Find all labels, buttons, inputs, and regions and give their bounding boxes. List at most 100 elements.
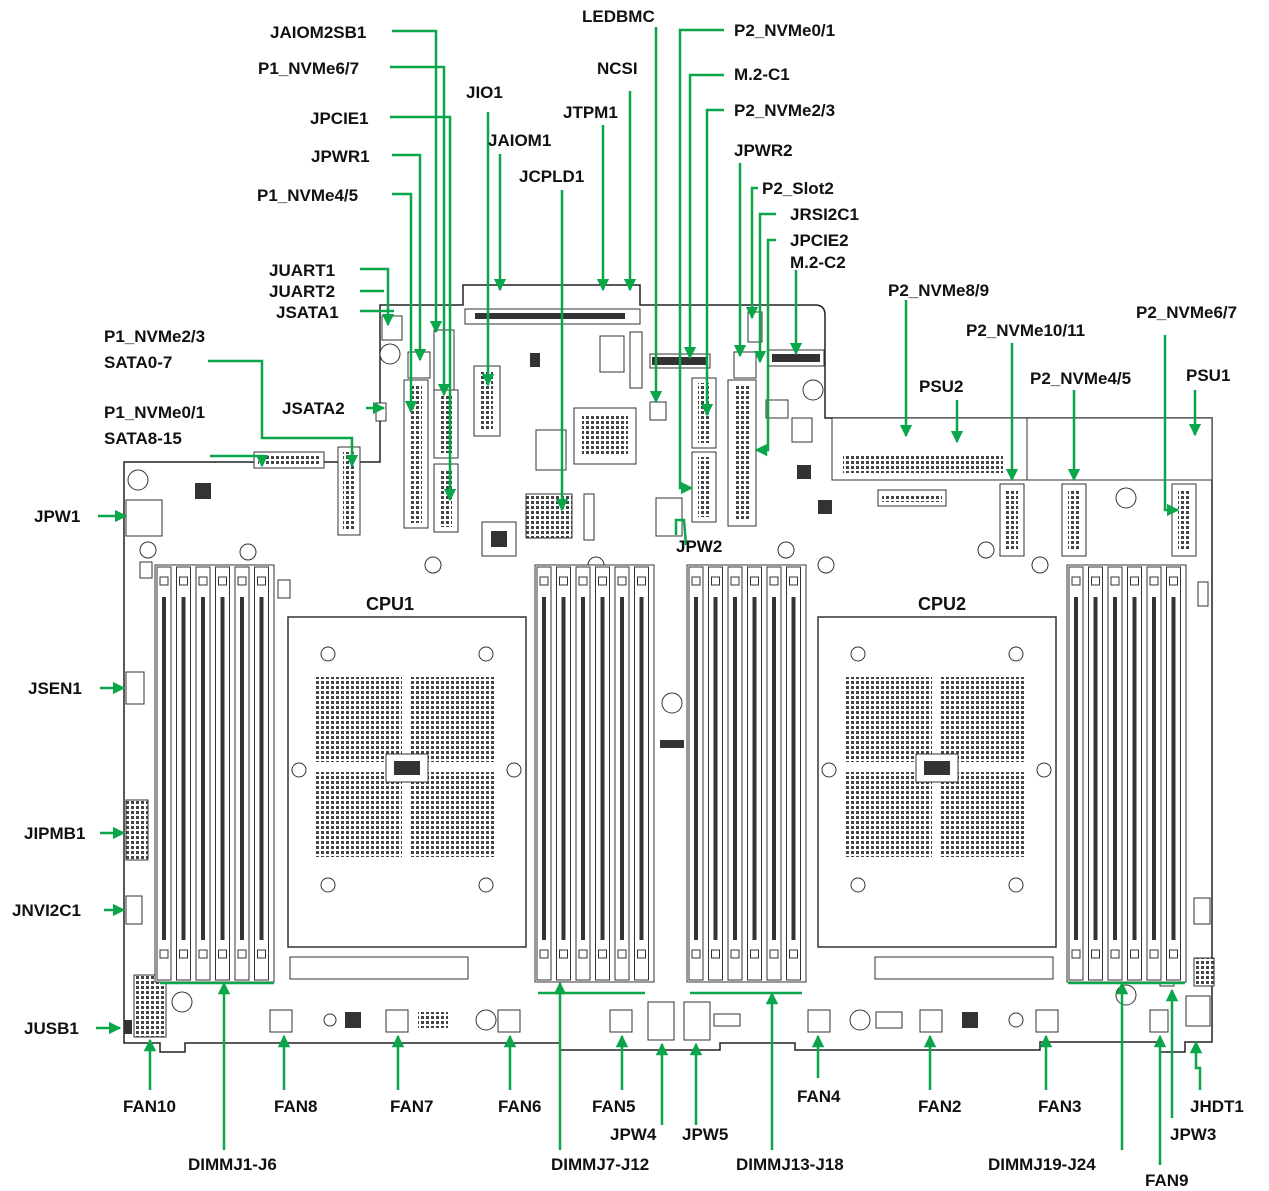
dimm-latch — [578, 576, 588, 586]
dimm-latch — [1149, 576, 1159, 586]
label-jcpld1: JCPLD1 — [519, 167, 584, 186]
label-juart2: JUART2 — [269, 282, 335, 301]
dimm-latch — [198, 949, 208, 959]
dimm-slot-key — [772, 597, 776, 940]
board-outline — [123, 284, 1213, 1053]
dimm-latch — [1110, 949, 1120, 959]
dimm-latch — [769, 576, 779, 586]
dimm-latch — [559, 949, 568, 959]
dimm-latch — [789, 949, 798, 959]
dimm-latch — [257, 949, 266, 959]
dimm-latch — [218, 576, 227, 586]
dimm-latch — [1110, 576, 1120, 586]
dimm-latch — [789, 576, 798, 586]
label-psu1: PSU1 — [1186, 366, 1230, 385]
dimm-bank-j1-j6 — [154, 564, 275, 983]
dimm-slot-key — [791, 597, 796, 940]
dimm-slot-key — [600, 597, 605, 940]
label-jusb1: JUSB1 — [24, 1019, 79, 1038]
dimm-latch — [617, 949, 627, 959]
dimm-latch — [198, 576, 208, 586]
dimm-latch — [237, 949, 247, 959]
dimm-slot-key — [752, 597, 757, 940]
label-dimmj1-j6: DIMMJ1-J6 — [188, 1155, 277, 1174]
dimm-slot-key — [240, 597, 244, 940]
label-juart1: JUART1 — [269, 261, 335, 280]
dimm-latch — [1071, 949, 1081, 959]
label-jaiom2sb1: JAIOM2SB1 — [270, 23, 366, 42]
label-dimmj13-j18: DIMMJ13-J18 — [736, 1155, 844, 1174]
label-jsata1: JSATA1 — [276, 303, 339, 322]
label-jsata2: JSATA2 — [282, 399, 345, 418]
dimm-latch — [691, 949, 701, 959]
label-dimmj19-j24: DIMMJ19-J24 — [988, 1155, 1096, 1174]
dimm-slot-key — [581, 597, 585, 940]
component-labels: JAIOM2SB1 LEDBMC P2_NVMe0/1 P1_NVMe6/7 N… — [12, 7, 1244, 1190]
label-jpwr1: JPWR1 — [311, 147, 370, 166]
label-jpw2: JPW2 — [676, 537, 722, 556]
dimm-latch — [559, 576, 568, 586]
dimm-slot-key — [1074, 597, 1078, 940]
dimm-latch — [257, 576, 266, 586]
p2-nvme-left-connectors — [691, 311, 832, 527]
dimm-slot-key — [220, 597, 225, 940]
dimm-latch — [218, 949, 227, 959]
dimm-latch — [1091, 949, 1100, 959]
dimm-latch — [159, 949, 169, 959]
cpu1-socket — [287, 616, 527, 948]
label-p1-nvme0-1: P1_NVMe0/1 — [104, 403, 205, 422]
label-fan3: FAN3 — [1038, 1097, 1081, 1116]
dimm-bank-j19-j24 — [1066, 564, 1187, 983]
label-m2-c2: M.2-C2 — [790, 253, 846, 272]
dimm-slot-key — [162, 597, 166, 940]
cpu1-label: CPU1 — [366, 594, 414, 614]
label-fan6: FAN6 — [498, 1097, 541, 1116]
dimm-latch — [179, 576, 188, 586]
dimm-bank-j7-j12 — [534, 564, 655, 983]
label-fan9: FAN9 — [1145, 1171, 1188, 1190]
dimm-latch — [1091, 576, 1100, 586]
dimm-latch — [617, 576, 627, 586]
dimm-latch — [730, 576, 740, 586]
dimm-slot-key — [620, 597, 624, 940]
dimm-latch — [711, 576, 720, 586]
center-misc — [289, 692, 1054, 980]
dimm-slot-key — [1113, 597, 1117, 940]
dimm-slot-key — [181, 597, 186, 940]
label-jpw5: JPW5 — [682, 1125, 728, 1144]
dimm-latch — [730, 949, 740, 959]
label-p2-nvme8-9: P2_NVMe8/9 — [888, 281, 989, 300]
dimm-latch — [1169, 576, 1178, 586]
leader-lines — [96, 27, 1203, 1165]
dimm-latch — [598, 576, 607, 586]
dimm-latch — [1071, 576, 1081, 586]
dimm-latch — [539, 949, 549, 959]
dimm-slot-key — [1093, 597, 1098, 940]
dimm-slot-key — [259, 597, 264, 940]
dimm-slot-key — [1132, 597, 1137, 940]
dimm-slot-key — [639, 597, 644, 940]
label-p1-nvme4-5: P1_NVMe4/5 — [257, 186, 358, 205]
label-jaiom1: JAIOM1 — [488, 131, 551, 150]
label-jrsi2c1: JRSI2C1 — [790, 205, 859, 224]
label-jpwr2: JPWR2 — [734, 141, 793, 160]
label-jpcie2: JPCIE2 — [790, 231, 849, 250]
dimm-slot-key — [1171, 597, 1176, 940]
dimm-latch — [637, 949, 646, 959]
dimm-latch — [750, 576, 759, 586]
label-jtpm1: JTPM1 — [563, 103, 618, 122]
dimm-slot-key — [201, 597, 205, 940]
dimm-latch — [637, 576, 646, 586]
dimm-slot-key — [713, 597, 718, 940]
label-fan10: FAN10 — [123, 1097, 176, 1116]
dimm-latch — [1169, 949, 1178, 959]
dimm-latch — [711, 949, 720, 959]
dimm-slot-key — [733, 597, 737, 940]
label-ncsi: NCSI — [597, 59, 638, 78]
label-fan4: FAN4 — [797, 1087, 841, 1106]
label-fan8: FAN8 — [274, 1097, 317, 1116]
label-psu2: PSU2 — [919, 377, 963, 396]
dimm-bank-j13-j18 — [686, 564, 807, 983]
left-edge-components — [124, 469, 1215, 1038]
